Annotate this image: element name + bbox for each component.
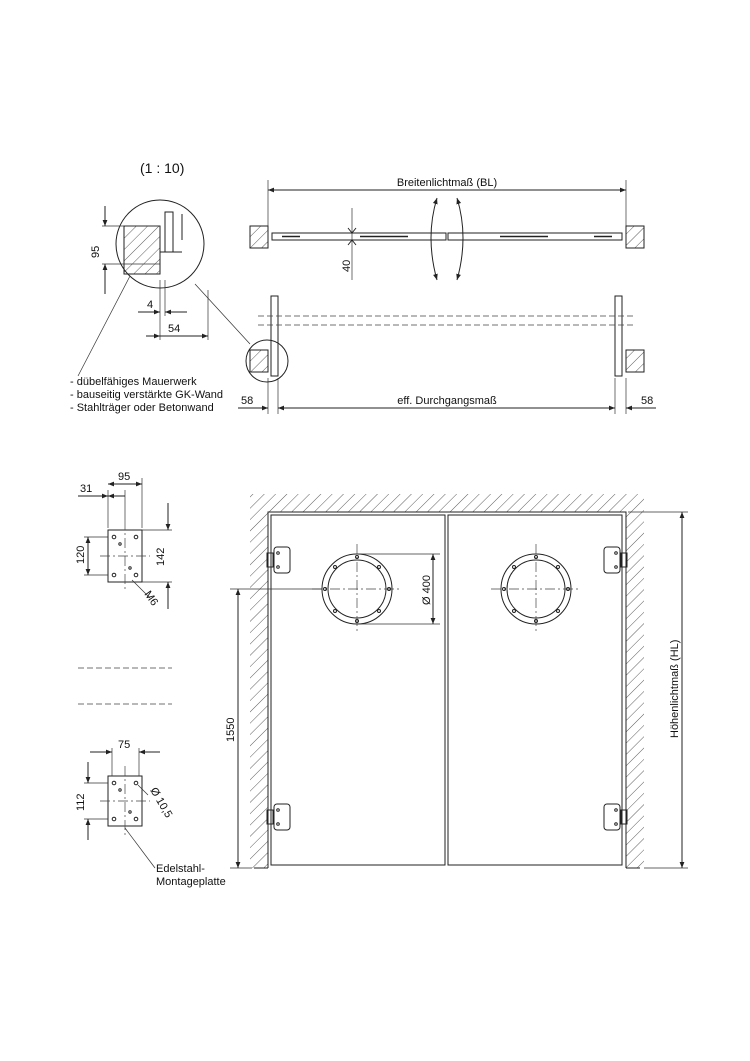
left-wall-section <box>249 225 269 249</box>
right-leaf-closed <box>447 232 623 241</box>
detail-circle <box>245 339 289 383</box>
hinge-bottom-right <box>603 803 628 831</box>
detail-note-3: - Stahlträger oder Betonwand <box>70 402 214 414</box>
left-jamb-hatch <box>250 512 268 868</box>
passage-label: eff. Durchgangsmaß <box>397 395 497 407</box>
wall-detail: 95 4 54 - dübelfähiges Mauerwerk - bause… <box>70 199 251 414</box>
hinge-top-left <box>266 546 291 574</box>
swing-arc-right <box>456 197 464 281</box>
right-offset-label: 58 <box>641 395 653 407</box>
detail-dim-54: 54 <box>168 323 180 335</box>
detail-dim-4: 4 <box>147 299 153 311</box>
hinge-bottom-left <box>266 803 291 831</box>
left-door-leaf <box>270 514 446 866</box>
width-label: Breitenlichtmaß (BL) <box>397 177 497 189</box>
right-jamb-hatch <box>626 512 644 868</box>
left-window <box>312 544 402 634</box>
front-view: Ø 400 1550 Höhenlichtmaß (HL) <box>225 494 688 869</box>
upper-plate-offset: 31 <box>80 483 92 495</box>
right-wall-section <box>625 225 645 249</box>
detail-note-2: - bauseitig verstärkte GK-Wand <box>70 389 223 401</box>
swing-arc-left <box>430 197 438 281</box>
scale-label: (1 : 10) <box>140 160 184 176</box>
left-leaf-open <box>270 295 279 377</box>
lower-plate: 75 112 Ø 10,5 Edelstahl- Montageplatte <box>75 739 226 888</box>
lintel-hatch <box>250 494 644 512</box>
detail-dim-95: 95 <box>90 246 102 258</box>
plate-label-2: Montageplatte <box>156 876 226 888</box>
height-label: Höhenlichtmaß (HL) <box>669 640 681 738</box>
lower-plate-height: 112 <box>75 793 87 811</box>
hole-label: Ø 10,5 <box>147 786 174 821</box>
detail-note-1: - dübelfähiges Mauerwerk <box>70 376 197 388</box>
upper-plate-inner-height: 120 <box>75 546 87 564</box>
hinge-top-right <box>603 546 628 574</box>
top-view: Breitenlichtmaß (BL) 40 eff. Durch <box>238 177 656 414</box>
window-diameter-label: Ø 400 <box>421 575 433 605</box>
window-height-label: 1550 <box>225 718 237 742</box>
left-leaf-closed <box>271 232 447 241</box>
right-door-leaf <box>447 514 623 866</box>
thread-label: M6 <box>142 589 161 608</box>
lower-plate-width: 75 <box>118 739 130 751</box>
upper-plate-height: 142 <box>155 548 167 566</box>
upper-plate-width: 95 <box>118 471 130 483</box>
left-offset-label: 58 <box>241 395 253 407</box>
door-thickness-label: 40 <box>341 260 353 272</box>
right-leaf-open <box>614 295 623 377</box>
plate-label-1: Edelstahl- <box>156 863 205 875</box>
right-window <box>491 544 581 634</box>
upper-plate: 95 31 120 142 M6 <box>75 471 172 609</box>
